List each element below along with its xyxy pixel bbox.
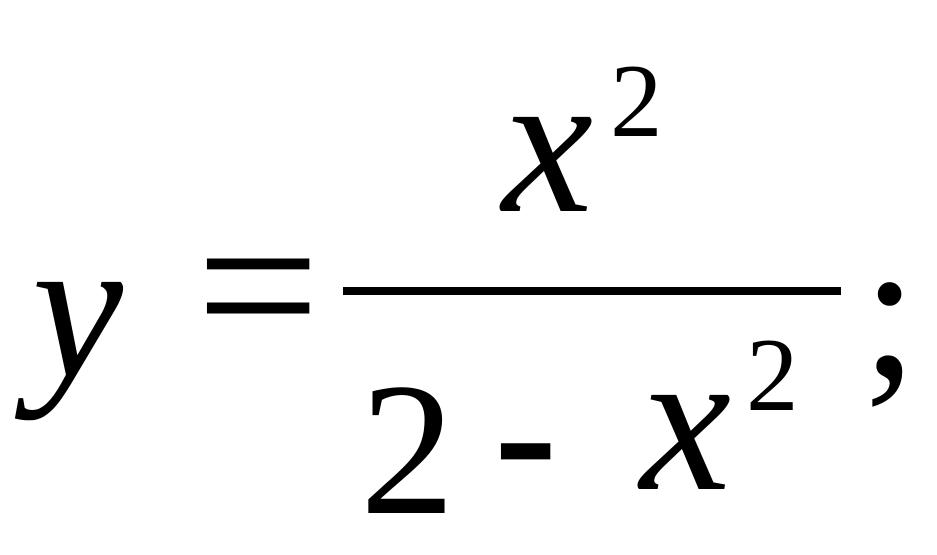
math-formula: y = x 2 2 - x 2 ; [32,29,918,545]
equals-sign: = [196,163,321,407]
denominator-exponent: 2 [746,316,799,433]
numerator-exponent: 2 [610,42,663,159]
denominator-constant: 2 [360,345,455,555]
denominator-operator: - [494,328,558,538]
lhs-variable: y [32,194,123,421]
semicolon: ; [862,199,918,420]
fraction-bar [343,287,841,295]
denominator-base: x [640,307,731,534]
numerator-base: x [502,29,593,256]
